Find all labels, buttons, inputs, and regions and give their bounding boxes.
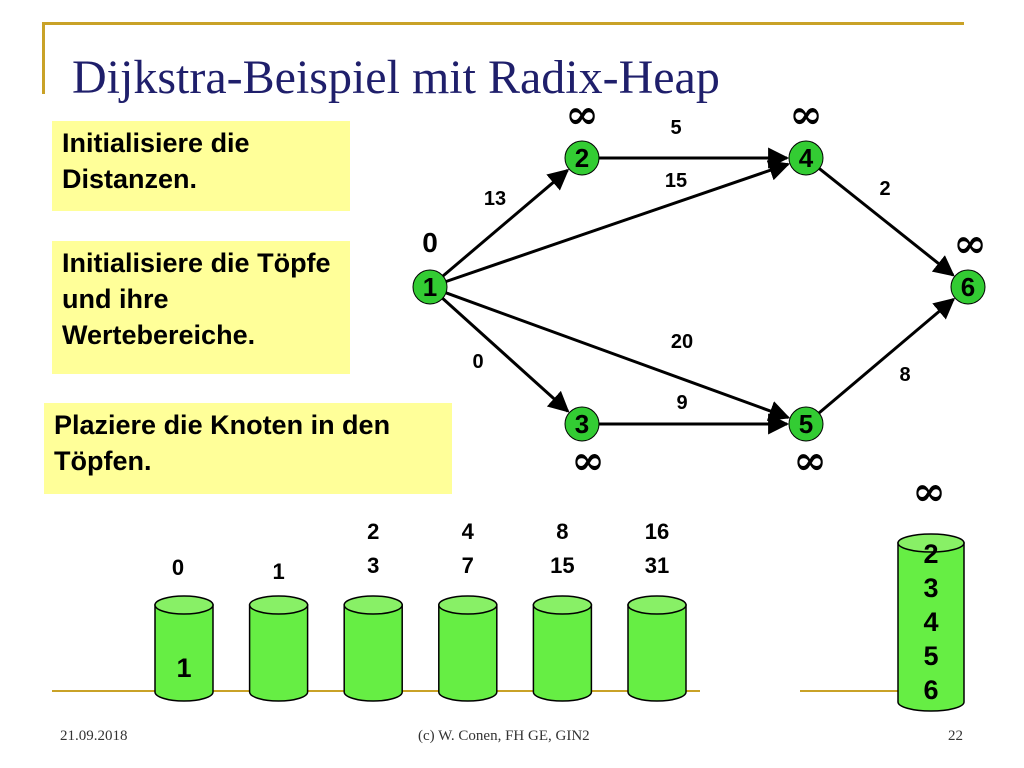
edge-1-2 [441, 168, 570, 278]
bucket-2: 23 [343, 519, 403, 702]
bucket-body [343, 604, 403, 702]
bucket-lid [438, 595, 498, 615]
node-label-6: 6 [961, 272, 975, 302]
bucket-lid [154, 595, 214, 615]
bucket-lid [343, 595, 403, 615]
node-5 [788, 406, 824, 442]
bucket-node-4: 4 [923, 607, 938, 637]
node-1 [412, 269, 448, 305]
bucket-range-label: ∞ [912, 468, 945, 515]
bucket-lid [248, 595, 309, 615]
node-label-2: 2 [575, 143, 589, 173]
edge-weight-5-6: 8 [899, 364, 910, 386]
bucket-0: 01 [154, 555, 214, 702]
bucket-6: ∞ 2 3 4 5 6 [897, 468, 965, 712]
node-3 [564, 406, 600, 442]
bucket-range-label: 3 [367, 553, 379, 578]
edge-4-6 [818, 167, 955, 277]
node-label-5: 5 [799, 409, 813, 439]
node-2 [564, 140, 600, 176]
edge-1-3 [441, 297, 570, 413]
bucket-body [154, 604, 214, 702]
bucket-node-3: 3 [923, 573, 938, 603]
bucket-node-2: 2 [923, 539, 938, 569]
footer-page-number: 22 [948, 728, 963, 744]
frame-bottom-line-right [800, 690, 962, 692]
bucket-range-label: 4 [462, 519, 475, 544]
edge-weight-2-4: 5 [670, 117, 681, 139]
note-place-nodes: Plaziere die Knoten in den Töpfen. [44, 403, 452, 494]
bucket-lid [532, 595, 593, 615]
bucket-body [438, 604, 498, 702]
node-distance-2: ∞ [565, 91, 598, 138]
edge-weight-3-5: 9 [676, 392, 687, 414]
bucket-range-label: 7 [462, 553, 474, 578]
bucket-body [532, 604, 593, 702]
frame-left-line [42, 22, 45, 94]
bucket-range-label: 0 [172, 555, 184, 580]
node-distance-4: ∞ [789, 91, 822, 138]
bucket-lid [627, 595, 687, 615]
note-text: Plaziere die Knoten in den Töpfen. [54, 410, 391, 476]
bucket-1: 1 [248, 559, 309, 702]
node-distance-6: ∞ [953, 220, 986, 267]
note-init-distances: Initialisiere die Distanzen. [52, 121, 350, 211]
bucket-3: 47 [438, 519, 498, 702]
bucket-body [627, 604, 687, 702]
note-init-buckets: Initialisiere die Töpfe und ihre Wertebe… [52, 241, 350, 374]
node-6 [950, 269, 986, 305]
bucket-node-5: 5 [923, 641, 938, 671]
bucket-range-label: 31 [645, 553, 669, 578]
edge-weight-4-6: 2 [879, 178, 890, 200]
bucket-node-1: 1 [176, 653, 191, 683]
node-distance-1: 0 [422, 227, 438, 258]
bucket-body [897, 542, 965, 712]
page-title: Dijkstra-Beispiel mit Radix-Heap [72, 51, 720, 104]
node-label-4: 4 [799, 143, 814, 173]
bucket-range-label: 2 [367, 519, 379, 544]
node-distance-3: ∞ [571, 437, 604, 484]
footer-date: 21.09.2018 [60, 728, 128, 744]
bucket-range-label: 8 [556, 519, 568, 544]
edge-weight-1-4: 15 [665, 170, 687, 192]
note-text: Initialisiere die Distanzen. [62, 128, 250, 194]
edge-weight-1-3: 0 [472, 351, 483, 373]
edge-weight-1-5: 20 [671, 331, 693, 353]
bucket-body [248, 604, 309, 702]
node-label-3: 3 [575, 409, 589, 439]
edge-weight-1-2: 13 [484, 188, 506, 210]
note-text: Initialisiere die Töpfe und ihre Wertebe… [62, 248, 331, 350]
edge-1-5 [445, 291, 791, 421]
node-4 [788, 140, 824, 176]
edge-5-6 [818, 297, 956, 415]
bucket-range-label: 1 [272, 559, 284, 584]
edge-1-4 [445, 160, 791, 283]
bucket-4: 815 [532, 519, 593, 702]
frame-top-line [42, 22, 964, 25]
node-distance-5: ∞ [793, 437, 826, 484]
node-label-1: 1 [423, 272, 437, 302]
bucket-range-label: 15 [550, 553, 574, 578]
bucket-node-6: 6 [923, 675, 938, 705]
bucket-range-label: 16 [645, 519, 669, 544]
bucket-lid [897, 533, 965, 553]
footer-author: (c) W. Conen, FH GE, GIN2 [418, 728, 590, 744]
